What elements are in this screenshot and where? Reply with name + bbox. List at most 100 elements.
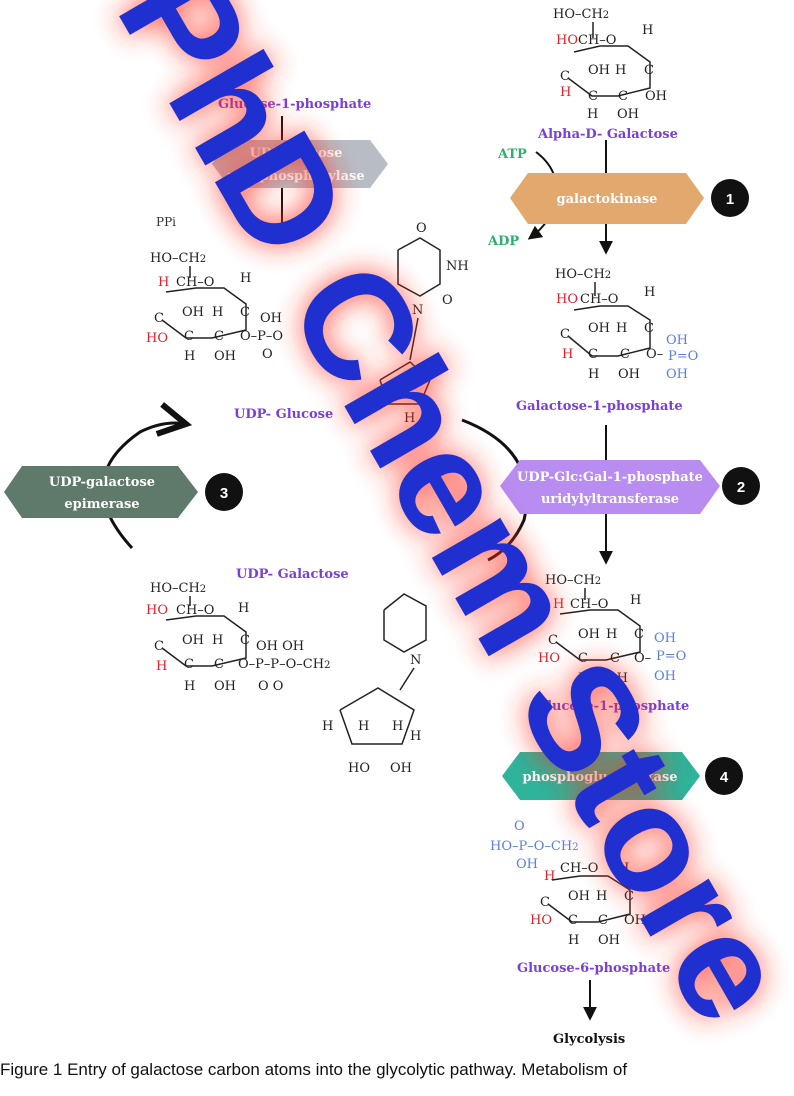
label-udp-glucose: UDP- Glucose [234,407,333,422]
svg-text:C: C [610,651,620,666]
svg-text:H: H [322,719,333,734]
svg-text:HO–CH2: HO–CH2 [555,267,611,282]
step-badge-4 [705,757,743,795]
svg-text:HO: HO [146,331,168,346]
svg-text:C: C [618,89,628,104]
label-pyrophosphorylase-2: pyrophosphorylase [227,169,364,184]
svg-text:C: C [624,889,634,904]
svg-text:H: H [606,627,617,642]
svg-text:OH: OH [578,627,600,642]
svg-text:H: H [410,729,421,744]
svg-text:C: C [240,633,250,648]
svg-text:C: C [578,651,588,666]
watermark: PhD Chem Store PhD Chem Store [86,0,794,1048]
svg-text:OH: OH [214,679,236,694]
svg-text:O: O [514,819,525,834]
label-glucose-1-phosphate: Glucose-1-phosphate [218,97,371,112]
svg-text:OH: OH [617,107,639,122]
svg-text:O O: O O [258,679,283,694]
udp-galactose-structure: HO–CH2 HO CH–O H C OH H C H C C O–P–P–O–… [146,581,427,776]
svg-text:C: C [184,657,194,672]
svg-text:H: H [358,719,369,734]
svg-text:HO: HO [348,761,370,776]
galactose-1-phosphate-structure: HO–CH2 HO CH–O H C OH H C H C C O– OH P=… [516,267,698,414]
svg-text:OH: OH [645,89,667,104]
svg-text:HO–CH2: HO–CH2 [150,251,206,266]
svg-text:OH: OH [666,333,688,348]
svg-text:C: C [588,89,598,104]
svg-text:H: H [212,633,223,648]
udp-glucose-structure: HO–CH2 H CH–O H C OH H C HO C C O–P–O OH… [146,221,469,426]
svg-text:H: H [587,107,598,122]
svg-text:O–P–P–O–CH2: O–P–P–O–CH2 [238,657,330,672]
svg-text:H: H [240,271,251,286]
svg-text:H: H [392,719,403,734]
watermark-text: PhD Chem Store [86,0,794,1048]
svg-text:1: 1 [726,191,734,208]
svg-text:OH OH: OH OH [256,639,304,654]
svg-text:O: O [262,347,273,362]
svg-text:CH–O: CH–O [580,292,618,307]
svg-text:OH: OH [588,63,610,78]
figure-caption: Figure 1 Entry of galactose carbon atoms… [0,1060,628,1079]
svg-text:OH: OH [182,305,204,320]
svg-text:H: H [544,869,555,884]
svg-text:C: C [634,627,644,642]
step-badge-2 [722,467,760,505]
svg-text:O: O [442,293,453,308]
svg-text:C: C [240,305,250,320]
label-epimerase-1: UDP-galactose [49,475,155,490]
label-transferase-2: uridylyltransferase [541,492,679,507]
svg-text:H: H [618,861,629,876]
svg-text:H: H [560,85,571,100]
svg-text:C: C [620,347,630,362]
svg-text:H: H [588,367,599,382]
svg-text:H: H [238,601,249,616]
svg-text:H: H [630,593,641,608]
svg-text:C: C [548,633,558,648]
enzyme-galactokinase [510,173,704,224]
svg-text:H: H [568,933,579,948]
svg-text:OH: OH [666,367,688,382]
svg-text:OH: OH [588,321,610,336]
svg-text:OH: OH [654,669,676,684]
svg-text:H: H [158,275,169,290]
svg-text:HO: HO [538,651,560,666]
svg-text:4: 4 [720,769,729,786]
svg-text:HO–CH2: HO–CH2 [150,581,206,596]
svg-text:CH–O: CH–O [560,861,598,876]
step-badge-3 [205,473,243,511]
svg-text:C: C [214,657,224,672]
svg-text:H: H [644,285,655,300]
svg-text:H: H [553,597,564,612]
svg-text:O–P–O: O–P–O [240,329,283,344]
svg-text:H: H [184,679,195,694]
label-galactose-1-phosphate: Galactose-1-phosphate [516,399,683,414]
svg-text:C: C [588,347,598,362]
svg-text:OH: OH [516,857,538,872]
svg-text:H: H [642,23,653,38]
svg-text:HO: HO [146,603,168,618]
svg-text:OH: OH [606,671,628,686]
svg-text:H: H [212,305,223,320]
step-badge-1 [711,179,749,217]
svg-text:OH: OH [214,349,236,364]
label-atp: ATP [497,147,527,162]
svg-text:N: N [412,303,423,318]
label-alpha-galactose: Alpha-D- Galactose [537,127,678,142]
svg-text:OH: OH [624,913,646,928]
svg-text:O: O [416,221,427,236]
svg-text:HO–P–O–CH2: HO–P–O–CH2 [490,839,579,854]
svg-text:HO–CH2: HO–CH2 [545,573,601,588]
svg-text:HO: HO [530,913,552,928]
svg-text:HO: HO [556,33,578,48]
svg-text:H: H [616,321,627,336]
svg-text:2: 2 [737,479,745,496]
svg-text:OH: OH [654,631,676,646]
label-galactokinase: galactokinase [557,192,658,207]
svg-text:HO–CH2: HO–CH2 [553,7,609,22]
label-glycolysis: Glycolysis [553,1032,625,1047]
label-glucose-1-phosphate-2: Glucose-1-phosphate [536,699,689,714]
glucose-6-phosphate-structure: O HO–P–O–CH2 OH CH–O H H C OH H C HO C C… [490,819,670,976]
glucose-1-phosphate-structure: HO–CH2 H CH–O H C OH H C HO C C O– OH P=… [536,573,689,714]
